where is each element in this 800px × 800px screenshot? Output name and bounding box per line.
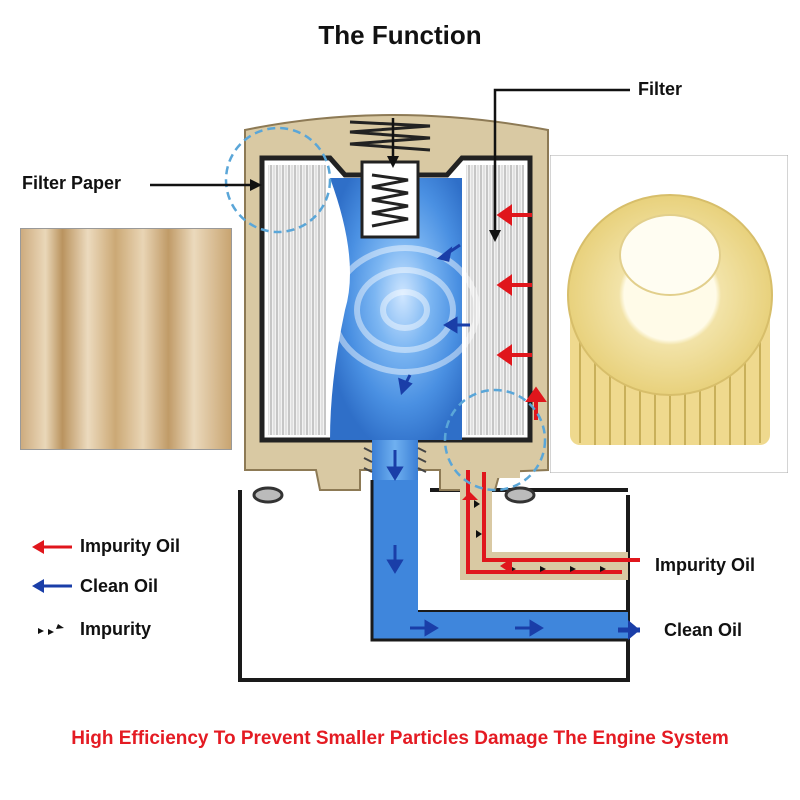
red-arrow-icon	[32, 540, 72, 554]
clean-oil-pipe	[372, 480, 628, 640]
blue-arrow-icon	[32, 579, 72, 593]
spring-valve	[360, 160, 420, 239]
legend-impurity: Impurity	[80, 619, 152, 639]
legend-impurity-oil: Impurity Oil	[80, 536, 181, 556]
impurity-oil-channel	[460, 458, 628, 580]
filter-paper-closeup-photo	[20, 228, 232, 450]
impurity-particles-icon	[38, 624, 64, 635]
clean-oil-outlet-label: Clean Oil	[664, 620, 743, 640]
filter-paper-label: Filter Paper	[22, 173, 122, 193]
clean-oil-chamber	[330, 178, 462, 440]
footer-slogan: High Efficiency To Prevent Smaller Parti…	[71, 728, 729, 749]
engine-block-outline	[238, 490, 630, 682]
impurity-oil-outlet-label: Impurity Oil	[655, 555, 756, 575]
filter-paper-left	[268, 165, 326, 435]
page-title: The Function	[318, 20, 482, 50]
filter-label: Filter	[638, 79, 683, 99]
legend-clean-oil: Clean Oil	[80, 576, 159, 596]
filter-cartridge-photo	[550, 155, 788, 473]
